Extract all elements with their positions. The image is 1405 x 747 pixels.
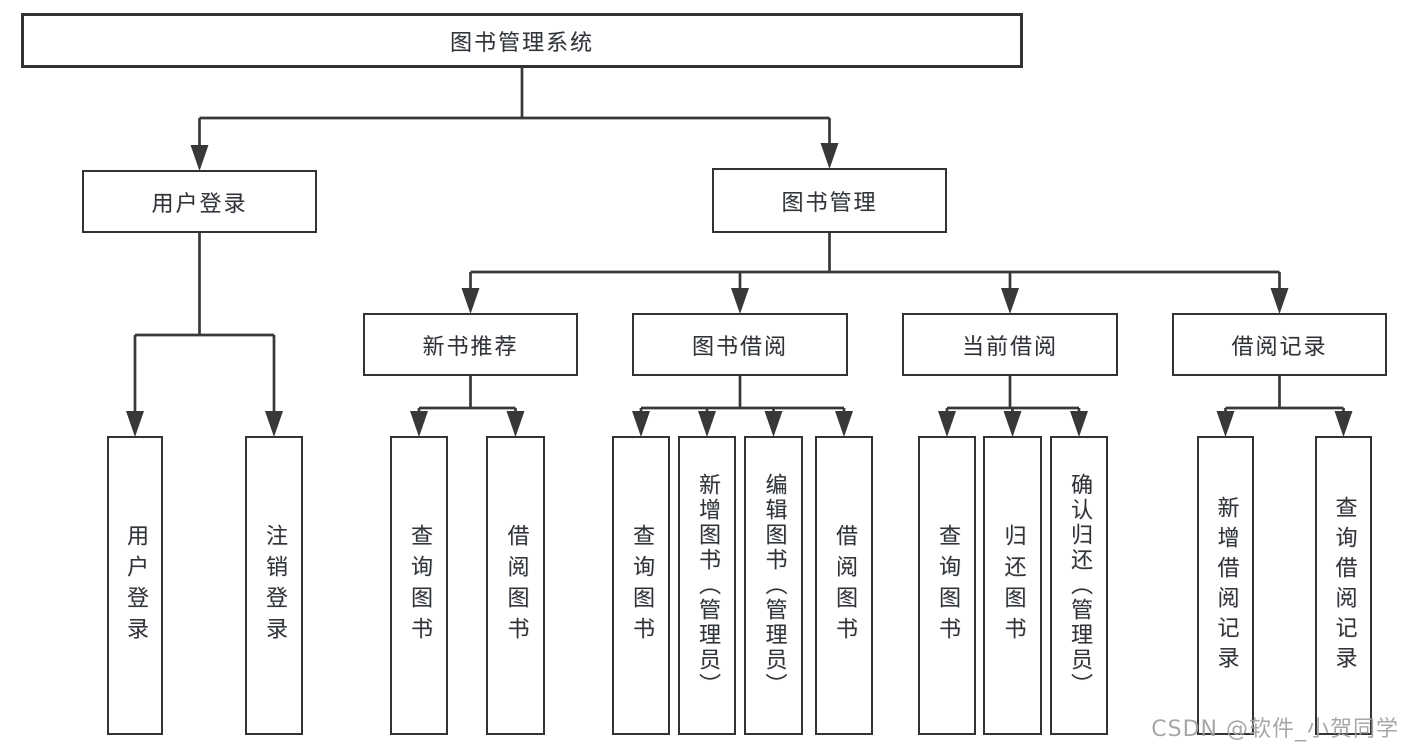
- node-book-borrow: 图书借阅: [632, 313, 848, 376]
- node-current-borrow: 当前借阅: [902, 313, 1118, 376]
- node-label: 当前借阅: [961, 334, 1058, 360]
- node-label: 图书借阅: [691, 334, 788, 360]
- arrowhead-icon: [820, 143, 839, 169]
- csdn-watermark: CSDN @软件_小贺同学: [1151, 717, 1399, 742]
- arrowhead-icon: [835, 411, 853, 437]
- node-label: 新书推荐: [422, 334, 519, 360]
- arrowhead-icon: [126, 411, 144, 437]
- arrowhead-icon: [190, 145, 209, 171]
- arrowhead-icon: [410, 411, 428, 437]
- node-borrow-records: 借阅记录: [1172, 313, 1387, 376]
- node-leaf-logout: 注销登录: [245, 436, 303, 735]
- node-label: 查询图书: [629, 523, 654, 648]
- arrowhead-icon: [632, 411, 650, 437]
- node-leaf-query-book-1: 查询图书: [390, 436, 448, 735]
- arrowhead-icon: [506, 411, 525, 437]
- node-label: 新增图书（管理员）: [695, 473, 720, 698]
- node-label: 编辑图书（管理员）: [761, 473, 787, 698]
- arrowhead-icon: [1270, 288, 1289, 314]
- node-book-mgmt: 图书管理: [712, 168, 947, 233]
- node-leaf-borrow-book-1: 借阅图书: [486, 436, 545, 735]
- node-label: 查询图书: [407, 523, 432, 648]
- node-label: 图书管理系统: [449, 30, 594, 56]
- node-leaf-query-book-3: 查询图书: [918, 436, 976, 735]
- arrowhead-icon: [265, 411, 283, 437]
- node-label: 新增借阅记录: [1213, 495, 1239, 676]
- node-label: 确认归还（管理员）: [1067, 473, 1092, 698]
- node-leaf-add-book: 新增图书（管理员）: [678, 436, 736, 735]
- node-leaf-edit-book: 编辑图书（管理员）: [744, 436, 803, 735]
- arrowhead-icon: [1070, 411, 1088, 437]
- node-user-login: 用户登录: [82, 170, 317, 233]
- node-new-book-rec: 新书推荐: [363, 313, 578, 376]
- node-label: 借阅记录: [1231, 334, 1328, 360]
- node-label: 归还图书: [1000, 523, 1026, 648]
- node-leaf-add-borrow-record: 新增借阅记录: [1197, 436, 1254, 735]
- arrowhead-icon: [1003, 411, 1022, 437]
- arrowhead-icon: [698, 411, 716, 437]
- node-label: 借阅图书: [832, 523, 857, 648]
- node-label: 图书管理: [781, 190, 878, 216]
- node-leaf-confirm-return: 确认归还（管理员）: [1050, 436, 1108, 735]
- arrowhead-icon: [1334, 411, 1353, 437]
- node-label: 注销登录: [262, 523, 287, 648]
- arrowhead-icon: [1216, 411, 1235, 437]
- node-root: 图书管理系统: [21, 13, 1023, 68]
- arrowhead-icon: [1001, 288, 1019, 314]
- node-label: 用户登录: [151, 191, 248, 217]
- arrowhead-icon: [461, 288, 480, 314]
- arrowhead-icon: [764, 411, 783, 437]
- node-leaf-return-book: 归还图书: [983, 436, 1042, 735]
- node-label: 查询借阅记录: [1331, 495, 1357, 676]
- arrowhead-icon: [938, 411, 956, 437]
- node-leaf-user-login: 用户登录: [107, 436, 163, 735]
- node-leaf-query-borrow-record: 查询借阅记录: [1315, 436, 1372, 735]
- node-label: 借阅图书: [503, 523, 529, 648]
- arrowhead-icon: [731, 288, 749, 314]
- node-leaf-borrow-book-2: 借阅图书: [815, 436, 873, 735]
- node-label: 查询图书: [935, 523, 960, 648]
- node-leaf-query-book-2: 查询图书: [612, 436, 670, 735]
- node-label: 用户登录: [123, 523, 148, 648]
